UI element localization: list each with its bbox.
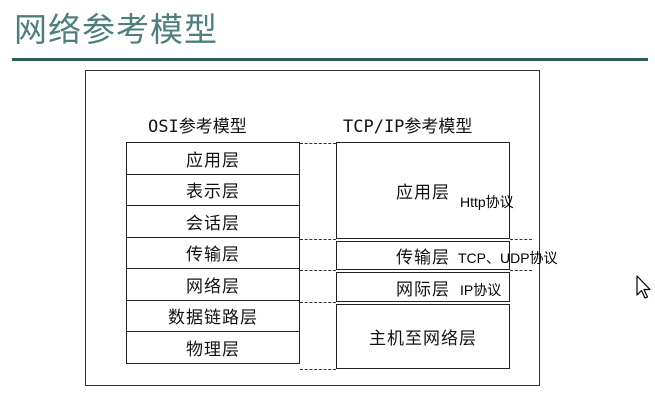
mapping-line-bottom	[300, 369, 336, 370]
mapping-line-transport	[300, 270, 336, 271]
annotation-http: Http协议	[460, 194, 514, 210]
tcp-header: TCP/IP参考模型	[343, 117, 473, 137]
osi-layer-session: 会话层	[126, 206, 300, 238]
title-divider	[12, 58, 648, 61]
tcp-layer-transport: 传输层	[336, 241, 510, 270]
annotation-tcp-udp: TCP、UDP协议	[458, 250, 558, 266]
osi-layer-presentation: 表示层	[126, 174, 300, 206]
osi-layer-transport: 传输层	[126, 237, 300, 269]
osi-layer-application: 应用层	[126, 143, 300, 175]
mapping-line-internet	[300, 302, 336, 303]
page-title: 网络参考模型	[14, 10, 218, 49]
mouse-pointer-icon	[636, 275, 651, 299]
tcp-layer-host-to-network: 主机至网络层	[336, 304, 510, 369]
mapping-line-top	[300, 143, 336, 144]
tcp-layer-application: 应用层	[336, 142, 510, 239]
osi-layer-table: 应用层 表示层 会话层 传输层 网络层 数据链路层 物理层	[126, 142, 300, 364]
mapping-line-application-right	[510, 239, 532, 240]
tcp-layer-internet: 网际层	[336, 272, 510, 302]
mapping-line-transport-right	[510, 270, 532, 271]
mapping-line-application	[300, 239, 336, 240]
osi-layer-network: 网络层	[126, 269, 300, 301]
osi-layer-data-link: 数据链路层	[126, 300, 300, 332]
annotation-ip: IP协议	[460, 282, 502, 298]
osi-layer-physical: 物理层	[126, 332, 300, 364]
osi-header: OSI参考模型	[148, 117, 247, 137]
diagram-frame	[85, 70, 540, 386]
